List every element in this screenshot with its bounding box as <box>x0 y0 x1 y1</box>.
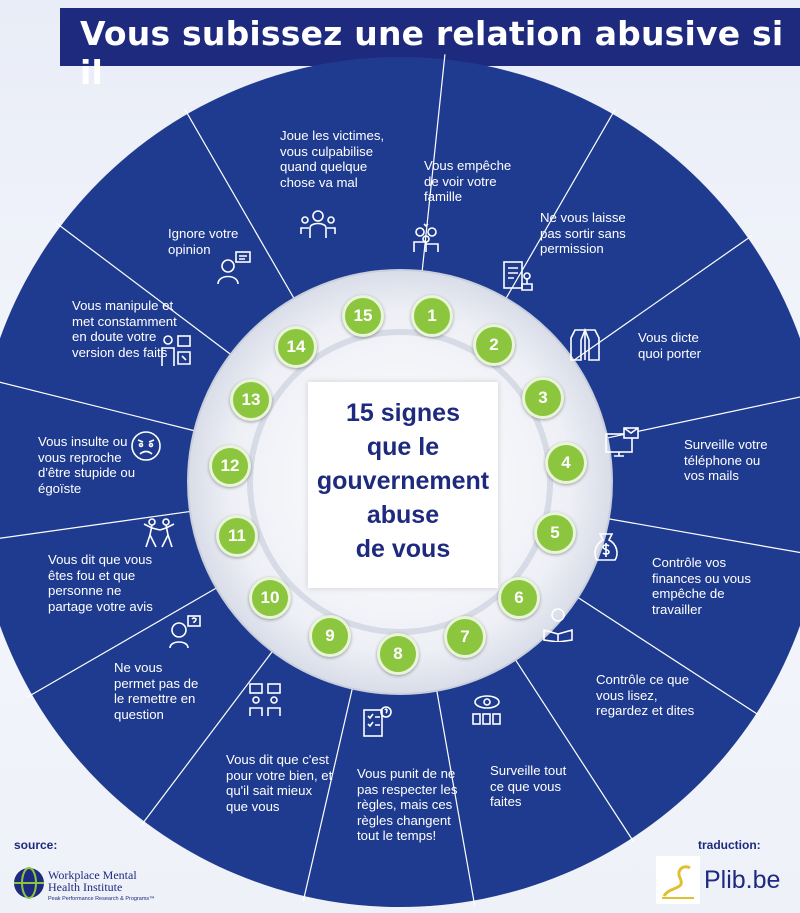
jacket-icon <box>570 327 600 361</box>
page-title: Vous subissez une relation abusive si il <box>80 14 784 92</box>
sign-number-1: 1 <box>411 295 453 337</box>
sign-text-12: Vous insulte ou vous reproche d'être stu… <box>38 434 136 496</box>
wheel-divider <box>302 676 356 902</box>
sign-number-7: 7 <box>444 616 486 658</box>
sign-number-15: 15 <box>342 295 384 337</box>
manipulation-icon <box>161 335 191 366</box>
sign-text-11: Vous dit que vous êtes fou et que person… <box>48 552 153 614</box>
family-icon <box>413 223 439 252</box>
sign-text-6: Contrôle ce que vous lisez, regardez et … <box>596 672 695 718</box>
document-stamp-icon <box>503 261 533 291</box>
sign-number-12: 12 <box>209 445 251 487</box>
wheel-divider <box>567 590 761 717</box>
sign-number-8: 8 <box>377 633 419 675</box>
rules-checklist-icon <box>363 706 392 737</box>
sign-number-5: 5 <box>534 512 576 554</box>
wheel-divider <box>508 649 635 843</box>
sign-text-2: Ne vous laisse pas sortir sans permissio… <box>540 210 626 256</box>
sign-text-9: Vous dit que c'est pour votre bien, et q… <box>226 752 333 814</box>
angry-face-icon <box>131 431 161 461</box>
conversation-icon <box>249 683 281 716</box>
wheel-divider <box>27 581 228 698</box>
dancing-people-icon <box>143 518 175 548</box>
wheel-divider <box>499 109 616 310</box>
sign-text-7: Surveille tout ce que vous faites <box>490 763 567 809</box>
source-label: source: <box>14 838 58 852</box>
sign-text-15: Joue les victimes, vous culpabilise quan… <box>280 128 385 190</box>
question-person-icon <box>169 615 201 649</box>
wheel-divider <box>56 222 241 363</box>
source-organization: Workplace Mental Health Institute <box>48 868 137 894</box>
sign-number-13: 13 <box>230 379 272 421</box>
wheel-divider <box>140 641 281 826</box>
sign-number-14: 14 <box>275 326 317 368</box>
translation-label: traduction: <box>698 838 761 852</box>
victim-group-icon <box>300 210 336 238</box>
plib-logo-icon <box>656 856 700 904</box>
translation-organization: Plib.be <box>704 866 781 894</box>
sign-text-3: Vous dicte quoi porter <box>638 330 702 361</box>
sign-number-4: 4 <box>545 442 587 484</box>
title-banner <box>60 8 800 66</box>
sign-text-8: Vous punit de ne pas respecter les règle… <box>357 766 458 843</box>
wheel-divider <box>420 54 446 284</box>
center-heading: 15 signes que le gouvernement abuse de v… <box>316 399 490 563</box>
sign-text-4: Surveille votre téléphone ou vos mails <box>684 437 768 483</box>
sign-text-14: Ignore votre opinion <box>168 226 239 257</box>
wheel-divider <box>563 234 753 368</box>
sign-text-1: Vous empêche de voir votre famille <box>424 158 512 204</box>
sign-number-11: 11 <box>216 515 258 557</box>
person-speech-icon <box>217 251 251 285</box>
wheel-divider <box>0 381 207 435</box>
wheel-divider <box>434 678 476 906</box>
globe-logo-icon <box>14 867 44 899</box>
sign-number-9: 9 <box>309 615 351 657</box>
reader-icon <box>543 608 573 642</box>
center-card: 15 signes que le gouvernement abuse de v… <box>308 382 498 588</box>
sign-number-2: 2 <box>473 324 515 366</box>
wheel-divider <box>596 516 800 554</box>
wheel-divider <box>184 109 301 310</box>
sign-number-3: 3 <box>522 377 564 419</box>
sign-text-5: Contrôle vos finances ou vous empêche de… <box>652 555 751 617</box>
sign-text-13: Vous manipule et met constamment en dout… <box>72 298 177 360</box>
computer-mail-icon <box>605 427 639 457</box>
source-tagline: Peak Performance Research & Programs™ <box>48 896 155 902</box>
wheel-divider <box>0 509 203 539</box>
sign-number-10: 10 <box>249 577 291 619</box>
sign-text-10: Ne vous permet pas de le remettre en que… <box>114 660 199 722</box>
sign-number-6: 6 <box>498 577 540 619</box>
surveillance-icon <box>472 695 501 725</box>
money-bag-icon <box>594 533 618 561</box>
